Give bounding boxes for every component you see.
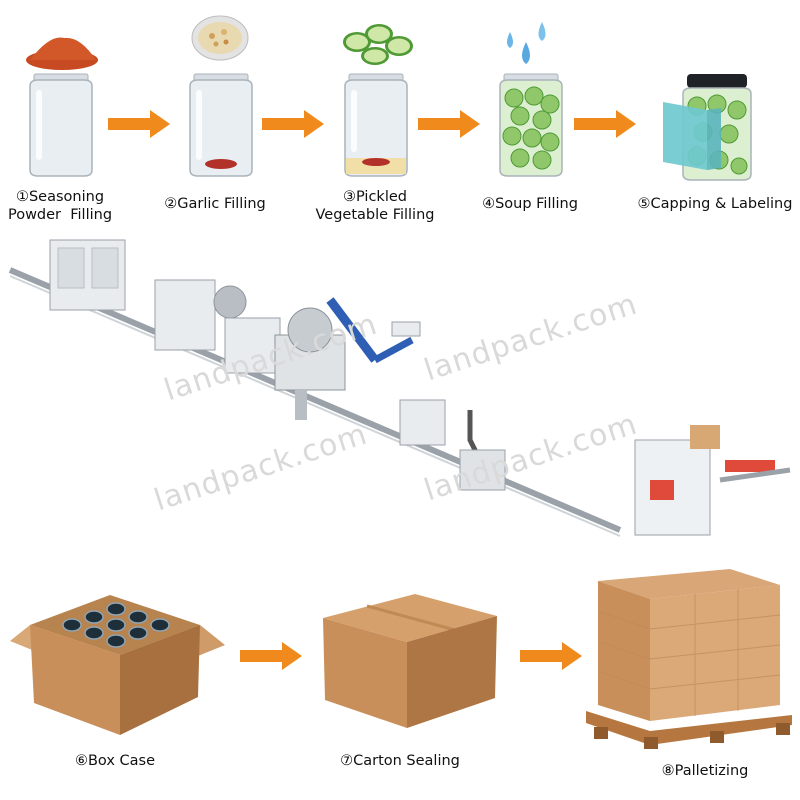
step-4-graphic — [490, 12, 570, 180]
step-3-label: ③Pickled Vegetable Filling — [315, 189, 435, 223]
arrow-4-to-5 — [574, 110, 636, 138]
step-1-label: ①Seasoning Powder Filling — [7, 189, 113, 223]
step-2-label: ②Garlic Filling — [164, 196, 266, 212]
jar-icon — [29, 73, 93, 177]
cucumber-slices-icon — [343, 24, 413, 65]
filling-machine-2 — [154, 279, 281, 374]
arrow-1-to-2 — [108, 110, 170, 138]
case-packer — [634, 425, 720, 536]
multihead-weigher — [274, 307, 346, 420]
capped-jar-icon — [663, 74, 752, 181]
seasoning-pile-icon — [26, 37, 98, 70]
step-2-graphic — [180, 12, 260, 180]
step-5-label: ⑤Capping & Labeling — [637, 196, 793, 212]
step-6-graphic — [10, 585, 230, 745]
sealed-carton-icon — [323, 594, 497, 728]
step-8-label: ⑧Palletizing — [661, 763, 749, 779]
filling-machine-3 — [399, 399, 506, 491]
filling-machine-1 — [49, 239, 126, 311]
jar-icon — [344, 73, 408, 177]
open-box-icon — [10, 595, 225, 735]
arrow-3-to-4 — [418, 110, 480, 138]
arrow-6-to-7 — [240, 642, 302, 670]
step-1-graphic — [20, 20, 100, 180]
water-drops-icon — [507, 22, 546, 64]
step-4-label: ④Soup Filling — [482, 196, 578, 212]
step-8-graphic — [580, 565, 795, 755]
pallet-stack-icon — [586, 569, 792, 749]
production-line-illustration — [0, 230, 800, 560]
step-7-label: ⑦Carton Sealing — [340, 753, 460, 769]
step-3-graphic — [335, 12, 415, 180]
main-conveyor — [8, 267, 622, 533]
arrow-2-to-3 — [262, 110, 324, 138]
step-7-graphic — [315, 588, 505, 733]
arrow-7-to-8 — [520, 642, 582, 670]
step-6-label: ⑥Box Case — [74, 753, 156, 769]
jar-icon — [499, 73, 563, 177]
garlic-bowl-icon — [191, 15, 249, 61]
carton-conveyor — [719, 460, 791, 483]
jar-icon — [189, 73, 253, 177]
step-5-graphic — [655, 70, 765, 182]
incline-conveyor — [326, 297, 421, 364]
